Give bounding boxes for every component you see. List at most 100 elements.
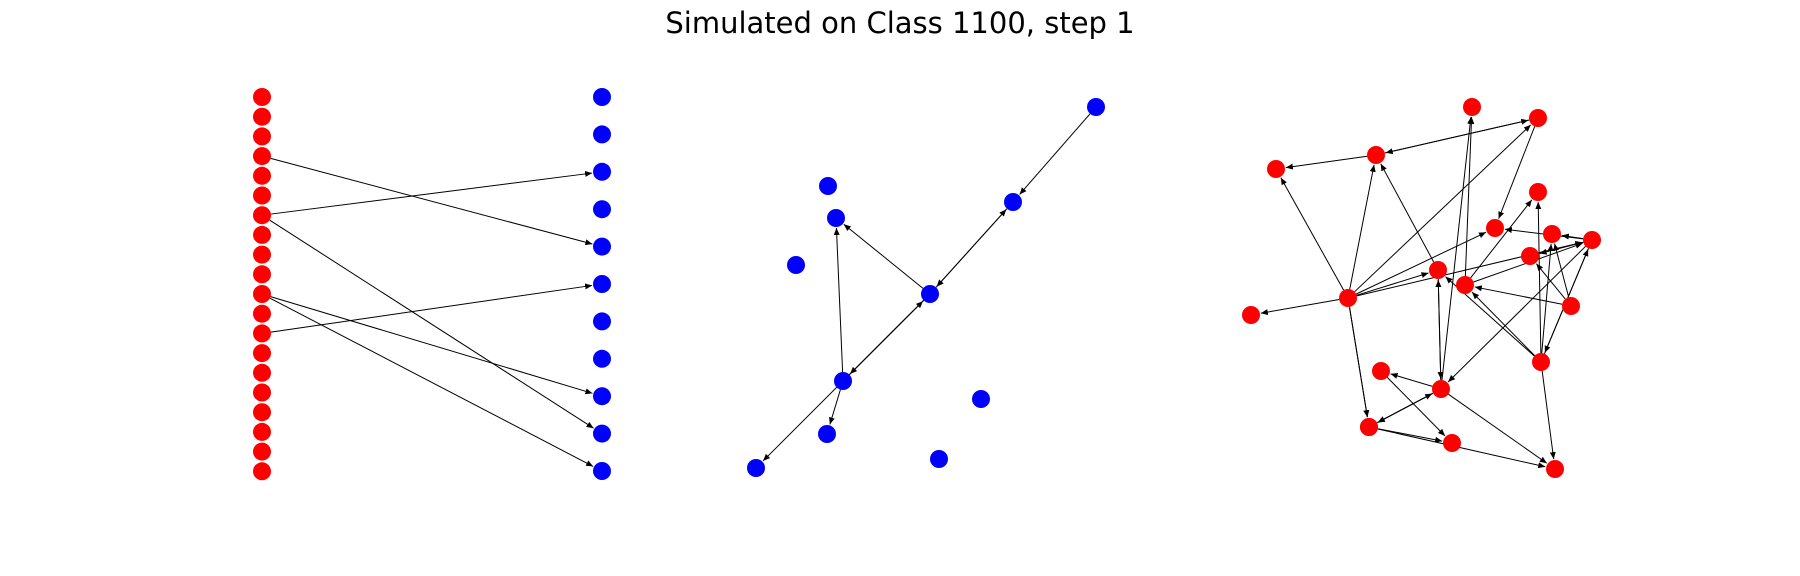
red-graph-edge-N12-N11 — [1471, 291, 1536, 356]
red-graph-node-N7 — [1486, 219, 1504, 237]
bipartite-node-L19 — [253, 462, 271, 481]
bipartite-edge-L6-R9 — [269, 219, 594, 429]
red-graph-edge-N1-N0 — [1285, 155, 1368, 170]
blue-graph-edge-B6-B9 — [829, 389, 841, 425]
bipartite-node-R5 — [593, 275, 611, 293]
bipartite-node-L0 — [253, 88, 271, 106]
bipartite-edge-L6-R2 — [270, 170, 593, 215]
bipartite-node-L10 — [253, 285, 271, 303]
red-graph-node-N8 — [1543, 225, 1561, 243]
red-graph-edge-N17-N20 — [1377, 428, 1546, 469]
bipartite-node-L8 — [253, 245, 271, 264]
bipartite-node-R3 — [593, 200, 611, 219]
bipartite-node-L12 — [253, 324, 271, 343]
red-graph-node-N15 — [1562, 297, 1580, 315]
bipartite-node-R9 — [593, 424, 611, 443]
red-graph-edge-N18-N19 — [1377, 428, 1443, 443]
bipartite-node-L11 — [253, 304, 271, 323]
red-graph-edge-N9-N4 — [1356, 272, 1429, 296]
red-graph-node-N0 — [1267, 160, 1285, 178]
red-graph-node-N10 — [1583, 231, 1601, 249]
red-graph-edge-N16-N14 — [1390, 373, 1433, 387]
bipartite-node-L14 — [253, 363, 271, 382]
red-graph-node-N14 — [1372, 362, 1390, 380]
red-graph-edge-N12-N8 — [1541, 243, 1554, 354]
red-graph-node-N1 — [1367, 146, 1385, 164]
red-graph-node-N9 — [1339, 289, 1357, 307]
bipartite-node-R7 — [593, 349, 611, 368]
bipartite-edge-L3-R4 — [270, 157, 593, 246]
bipartite-node-R4 — [593, 237, 611, 256]
bipartite-node-R10 — [593, 462, 611, 480]
red-graph-node-N2 — [1463, 98, 1481, 116]
red-graph-node-N20 — [1546, 460, 1564, 478]
red-graph-node-N18 — [1360, 418, 1378, 436]
red-graph-edge-N12-N6 — [1535, 201, 1542, 354]
bipartite-node-L4 — [253, 166, 271, 185]
bipartite-node-L16 — [253, 403, 271, 422]
bipartite-node-L3 — [253, 147, 271, 166]
red-graph-node-N11 — [1456, 276, 1474, 294]
bipartite-node-R0 — [593, 88, 611, 106]
red-graph-edge-N11-N2 — [1464, 116, 1475, 277]
red-graph-node-N3 — [1529, 109, 1547, 127]
red-graph-edge-N3-N7 — [1498, 126, 1536, 219]
bipartite-edge-L10-R10 — [269, 297, 594, 467]
red-graph-edge-N14-N19 — [1386, 377, 1446, 437]
blue-graph-node-B4 — [819, 177, 837, 195]
bipartite-node-L15 — [253, 383, 271, 402]
red-graph-edge-N4-N1 — [1380, 163, 1435, 263]
bipartite-node-R2 — [593, 162, 611, 181]
blue-graph-node-B5 — [747, 459, 765, 477]
red-graph-edge-N9-N3 — [1354, 124, 1532, 293]
bipartite-node-R6 — [593, 312, 611, 331]
red-graph-node-N16 — [1432, 380, 1450, 398]
red-graph-edge-N9-N7 — [1355, 231, 1487, 295]
red-graph-edge-N15-N11 — [1474, 285, 1563, 305]
figure-title: Simulated on Class 1100, step 1 — [665, 6, 1135, 40]
red-graph-edge-N9-N1 — [1349, 164, 1376, 290]
bipartite-node-L1 — [253, 107, 271, 126]
edge-layer — [269, 113, 1589, 469]
bipartite-node-R1 — [593, 125, 611, 144]
blue-graph-edge-B0-B2 — [1019, 113, 1091, 195]
red-graph-edge-N9-N0 — [1280, 177, 1345, 291]
red-graph-node-N19 — [1443, 434, 1461, 452]
node-layer — [253, 88, 1601, 481]
blue-graph-edge-B3-B2 — [935, 209, 1007, 288]
red-graph-edge-N4-N16 — [1437, 278, 1444, 380]
red-graph-edge-N16-N2 — [1441, 116, 1474, 381]
red-graph-node-N5 — [1242, 306, 1260, 324]
red-graph-node-N12 — [1532, 353, 1550, 371]
blue-graph-node-B1 — [827, 209, 845, 227]
red-graph-node-N6 — [1529, 183, 1547, 201]
red-graph-edge-N10-N16 — [1447, 245, 1586, 383]
red-graph-edge-N16-N17 — [1377, 392, 1434, 423]
bipartite-node-L13 — [253, 344, 271, 363]
blue-graph-node-B2 — [1004, 193, 1022, 211]
red-graph-node-N13 — [1521, 247, 1539, 265]
bipartite-node-L6 — [253, 206, 271, 225]
bipartite-node-L17 — [253, 422, 271, 441]
red-graph-edge-N10-N8 — [1561, 233, 1584, 240]
red-graph-edge-N12-N20 — [1541, 370, 1556, 460]
bipartite-node-L18 — [253, 442, 271, 461]
red-graph-node-N4 — [1429, 261, 1447, 279]
bipartite-node-R8 — [593, 387, 611, 406]
blue-graph-edge-B6-B1 — [833, 227, 844, 373]
red-graph-edge-N15-N13 — [1535, 263, 1566, 300]
red-graph-edge-N9-N17 — [1348, 306, 1370, 418]
red-graph-edge-N10-N13 — [1539, 241, 1584, 255]
bipartite-edge-L12-R5 — [270, 283, 593, 333]
bipartite-node-L9 — [253, 265, 271, 284]
blue-graph-node-B6 — [834, 372, 852, 390]
blue-graph-node-B8 — [972, 390, 990, 408]
bipartite-edge-L10-R8 — [270, 296, 593, 395]
bipartite-node-L7 — [253, 225, 271, 244]
blue-graph-node-B10 — [930, 450, 948, 468]
blue-graph-node-B7 — [787, 256, 805, 274]
red-graph-edge-N3-N1 — [1385, 119, 1530, 155]
red-graph-edge-N11-N6 — [1470, 199, 1533, 279]
blue-graph-edge-B6-B3 — [849, 300, 924, 375]
